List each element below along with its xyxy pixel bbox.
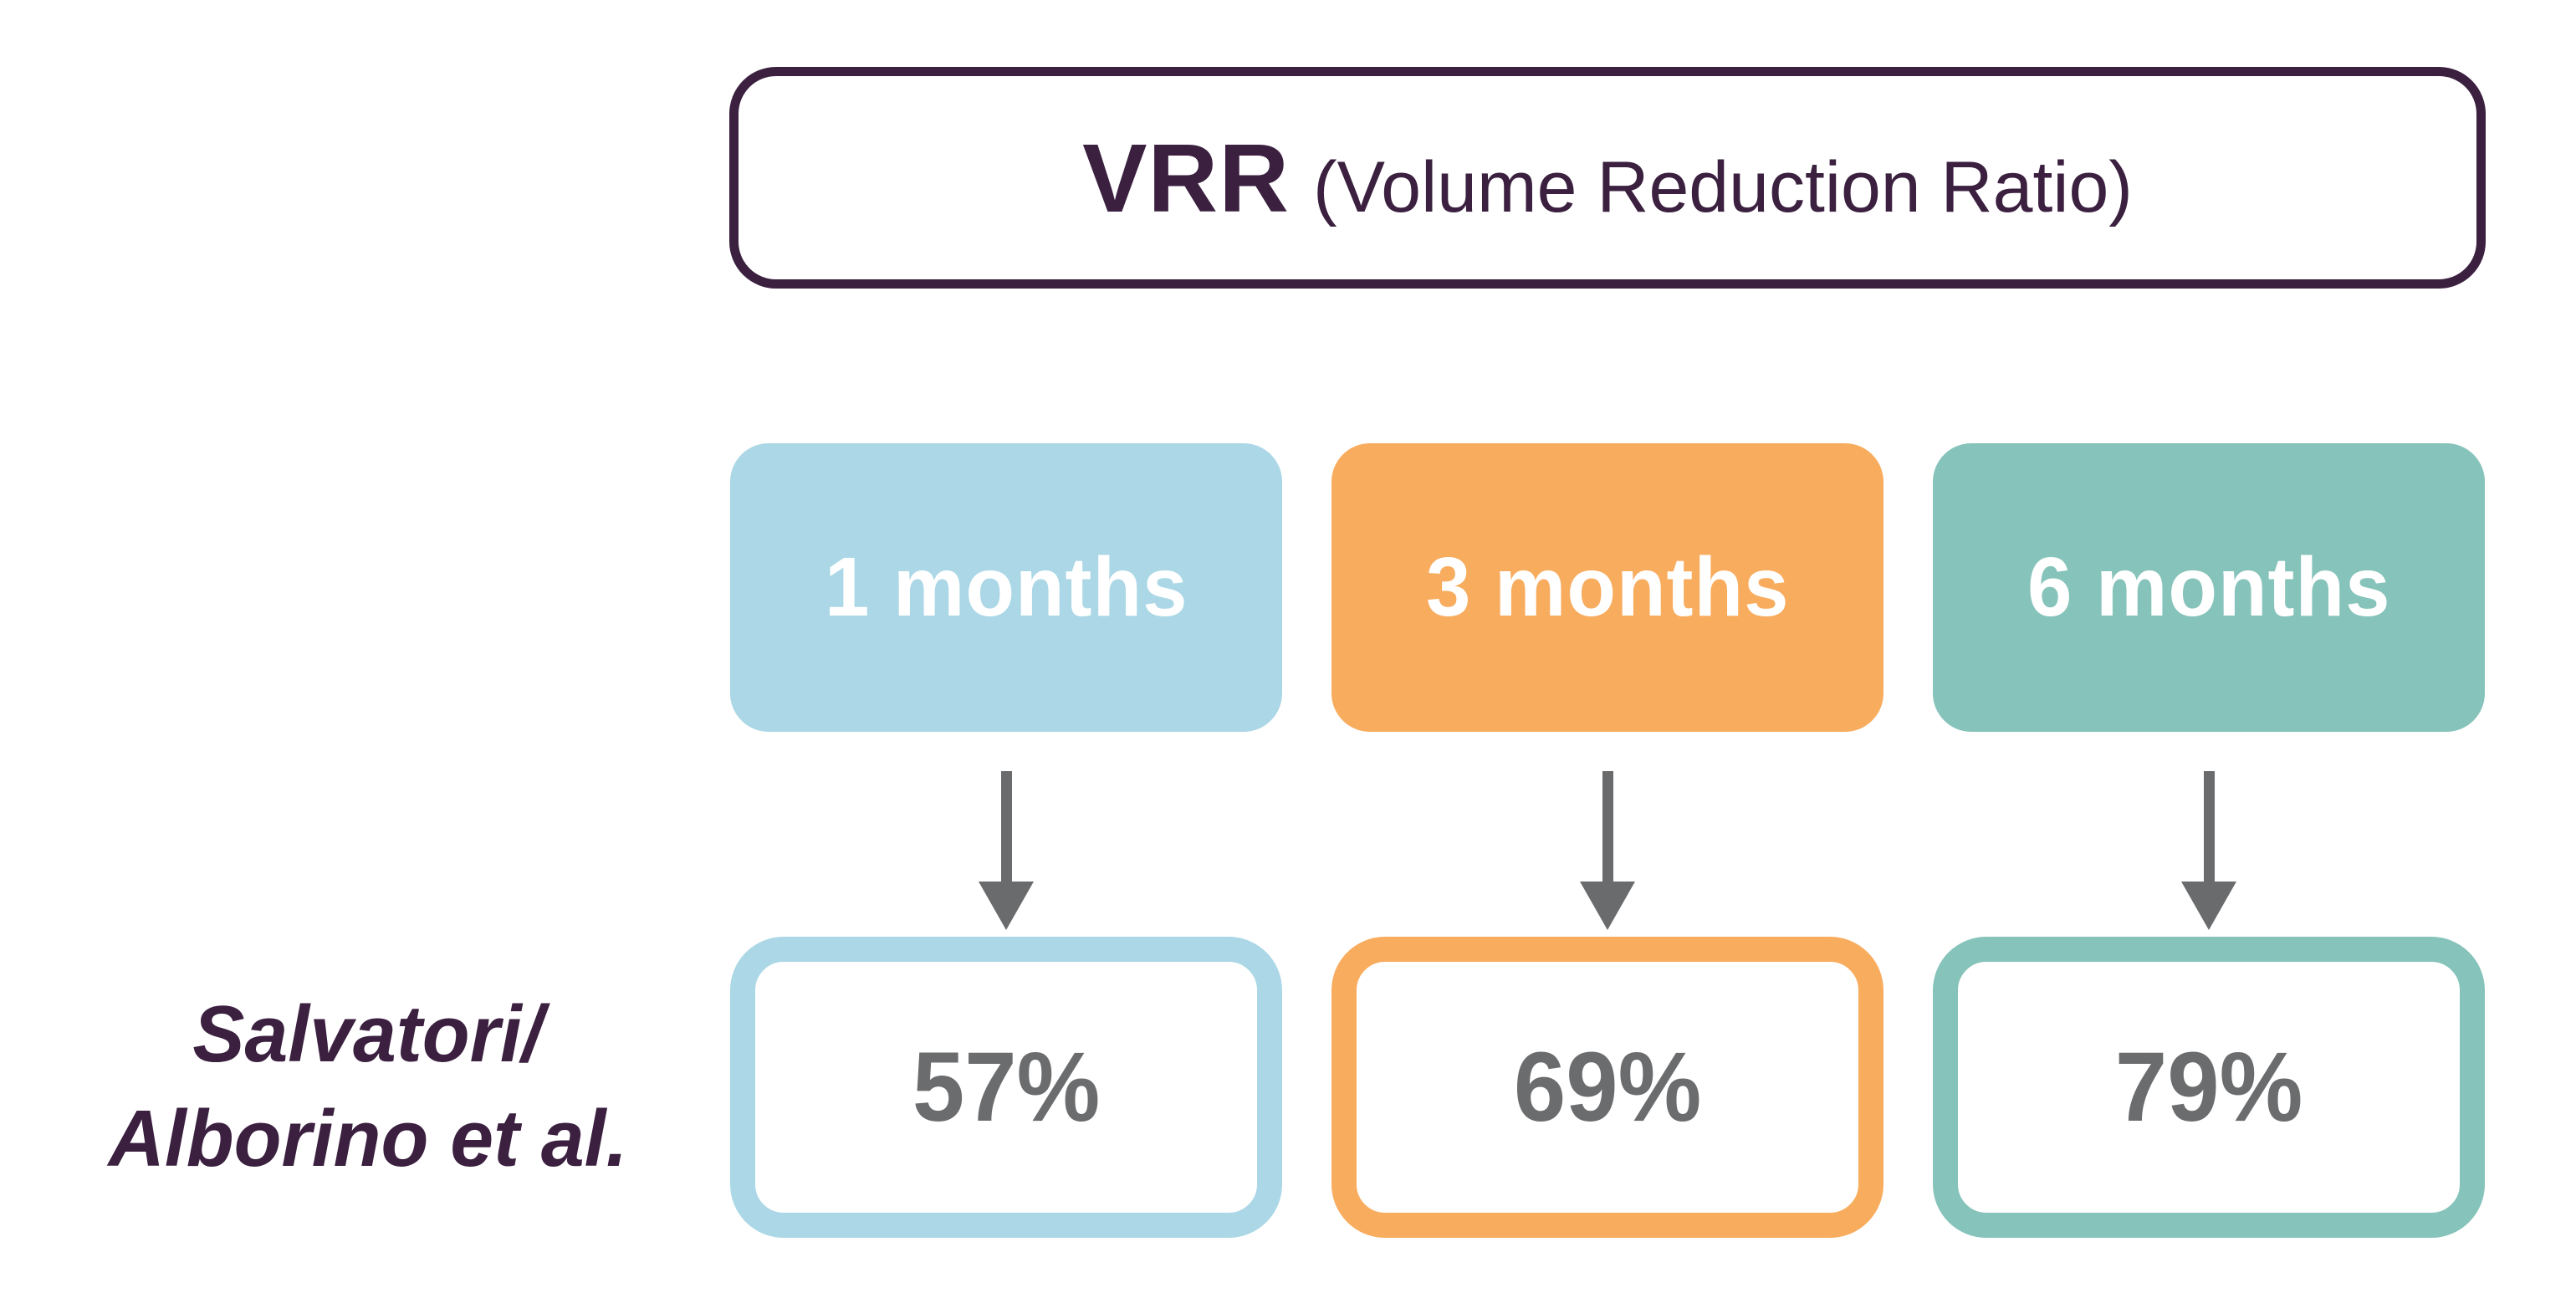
month-box-3: 3 months: [1331, 443, 1883, 732]
value-label-6: 79%: [2114, 1032, 2303, 1142]
arrow-head: [2181, 882, 2236, 930]
value-box-3: 69%: [1331, 937, 1883, 1238]
value-label-3: 69%: [1513, 1032, 1702, 1142]
value-box-1: 57%: [730, 937, 1282, 1238]
study-label-line2: Alborino et al.: [108, 1094, 628, 1183]
arrow-head: [979, 882, 1034, 930]
arrow-shaft: [1000, 771, 1012, 882]
arrow-head: [1580, 882, 1635, 930]
study-label-line1: Salvatori/: [192, 989, 544, 1080]
value-label-1: 57%: [912, 1032, 1101, 1142]
down-arrow-icon-2: [1331, 771, 1883, 930]
study-label: Salvatori/ Alborino et al.: [11, 962, 725, 1213]
vrr-title-box: VRR (Volume Reduction Ratio): [729, 67, 2486, 289]
month-box-1: 1 months: [730, 443, 1282, 732]
arrow-shaft: [2203, 771, 2215, 882]
vrr-title: VRR (Volume Reduction Ratio): [1082, 122, 2133, 234]
down-arrow-icon-1: [730, 771, 1282, 930]
month-label-1: 1 months: [824, 540, 1188, 634]
month-label-3: 3 months: [1425, 540, 1790, 634]
vrr-full-name: (Volume Reduction Ratio): [1312, 146, 2133, 227]
month-label-6: 6 months: [2027, 540, 2391, 634]
arrow-shaft: [1602, 771, 1613, 882]
month-box-6: 6 months: [1933, 443, 2485, 732]
value-box-6: 79%: [1933, 937, 2485, 1238]
down-arrow-icon-3: [1933, 771, 2485, 930]
vrr-abbreviation: VRR: [1082, 123, 1290, 233]
